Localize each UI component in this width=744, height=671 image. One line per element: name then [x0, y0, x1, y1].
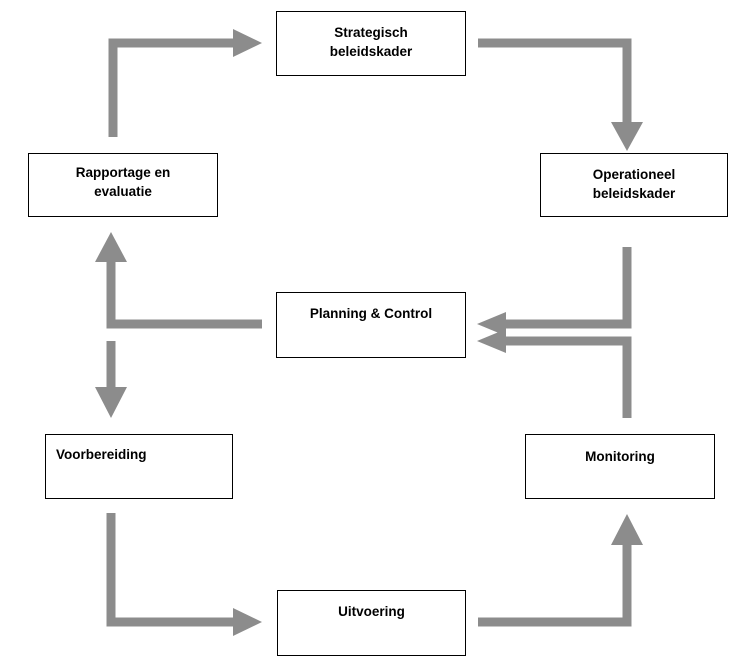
- arrow-rapportage-to-strategisch: [108, 38, 233, 137]
- arrowhead-left-planning-lower: [477, 329, 506, 353]
- box-planning-control: Planning & Control: [276, 292, 466, 358]
- box-planning-label: Planning & Control: [309, 306, 433, 321]
- arrowhead-right-strategisch: [233, 29, 262, 57]
- box-operationeel-label: Operationeel beleidskader: [592, 167, 676, 201]
- arrow-monitoring-to-planning: [506, 336, 632, 418]
- arrowhead-right-uitvoering: [233, 608, 262, 636]
- arrowhead-up-monitoring: [611, 514, 643, 545]
- box-rapportage-en-evaluatie: Rapportage en evaluatie: [28, 153, 218, 217]
- box-strategisch-beleidskader: Strategisch beleidskader: [276, 11, 466, 76]
- box-voorbereiding-label: Voorbereiding: [56, 447, 147, 462]
- arrow-planning-to-rapportage: [106, 262, 262, 329]
- box-monitoring: Monitoring: [525, 434, 715, 499]
- arrowhead-left-planning-upper: [477, 312, 506, 336]
- box-rapportage-label: Rapportage en evaluatie: [75, 165, 171, 199]
- arrowhead-down-voorbereiding: [95, 387, 127, 418]
- box-voorbereiding: Voorbereiding: [45, 434, 233, 499]
- arrow-operationeel-to-planning: [506, 247, 632, 329]
- arrow-strategisch-to-operationeel: [478, 38, 632, 122]
- arrowhead-up-rapportage: [95, 232, 127, 262]
- box-monitoring-label: Monitoring: [585, 449, 655, 464]
- box-operationeel-beleidskader: Operationeel beleidskader: [540, 153, 728, 217]
- box-uitvoering: Uitvoering: [277, 590, 466, 656]
- arrow-voorbereiding-to-uitvoering: [106, 513, 233, 627]
- box-strategisch-label: Strategisch beleidskader: [329, 25, 413, 59]
- box-uitvoering-label: Uitvoering: [338, 604, 405, 619]
- arrowhead-down-operationeel: [611, 122, 643, 151]
- arrow-uitvoering-to-monitoring: [478, 545, 632, 627]
